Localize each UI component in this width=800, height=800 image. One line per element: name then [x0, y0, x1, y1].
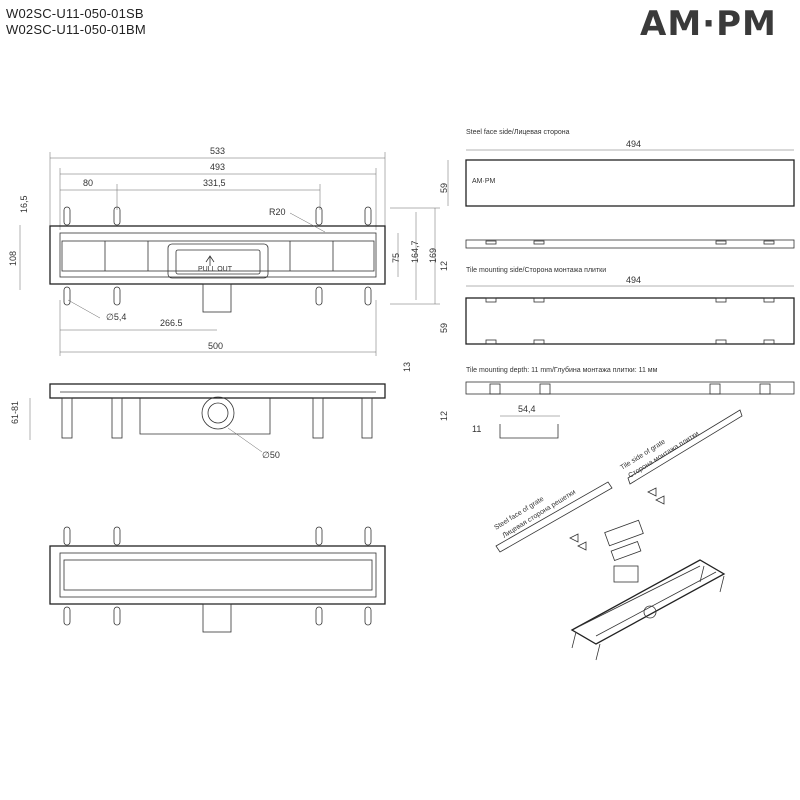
dim-r20: R20 [269, 207, 286, 217]
dim-500: 500 [208, 341, 223, 351]
brand-logo: AM·PM [640, 4, 777, 44]
dim-59-tile: 59 [439, 323, 449, 333]
dim-hole: ∅5,4 [106, 312, 126, 322]
mini-logo: AM·PM [472, 178, 496, 185]
label-tile-side: Tile mounting side/Сторона монтажа плитк… [466, 267, 606, 274]
grate-face-view: Steel face side/Лицевая сторона 494 AM·P… [439, 129, 795, 271]
dim-12-tile: 12 [439, 411, 449, 421]
dim-494-tile: 494 [626, 275, 641, 285]
model-code-bm: W02SC-U11-050-01BM [6, 22, 146, 37]
dim-13: 13 [402, 362, 412, 372]
dim-11: 11 [472, 424, 481, 434]
grate-tile-view: Tile mounting side/Сторона монтажа плитк… [439, 267, 795, 439]
dim-1647: 164,7 [410, 240, 420, 263]
dim-3315: 331,5 [203, 178, 226, 188]
top-view: 533 493 80 331,5 16,5 108 PULL OUT [8, 146, 440, 356]
label-tile-depth: Tile mounting depth: 11 mm/Глубина монта… [466, 366, 658, 374]
dim-2665: 266.5 [160, 318, 183, 328]
dim-6181: 61-81 [10, 401, 20, 424]
dim-59-face: 59 [439, 183, 449, 193]
dim-80: 80 [83, 178, 93, 188]
dim-108: 108 [8, 251, 18, 266]
bottom-view [49, 526, 386, 633]
dim-544: 54,4 [518, 404, 536, 414]
dim-165: 16,5 [19, 195, 29, 213]
model-codes: W02SC-U11-050-01SB W02SC-U11-050-01BM [6, 6, 146, 38]
isometric-view: Tile side of grate Сторона монтажа плитк… [493, 409, 743, 661]
dim-494-face: 494 [626, 139, 641, 149]
dim-169: 169 [428, 248, 438, 263]
label-steel-face: Steel face side/Лицевая сторона [466, 129, 570, 136]
dim-75: 75 [391, 253, 401, 263]
dim-12-face: 12 [439, 261, 449, 271]
pull-out-label: PULL OUT [198, 266, 233, 273]
front-view: 13 61-81 ∅50 [10, 362, 412, 460]
model-code-sb: W02SC-U11-050-01SB [6, 6, 144, 21]
dim-533: 533 [210, 146, 225, 156]
dim-outlet-dia: ∅50 [262, 450, 280, 460]
dim-493: 493 [210, 162, 225, 172]
